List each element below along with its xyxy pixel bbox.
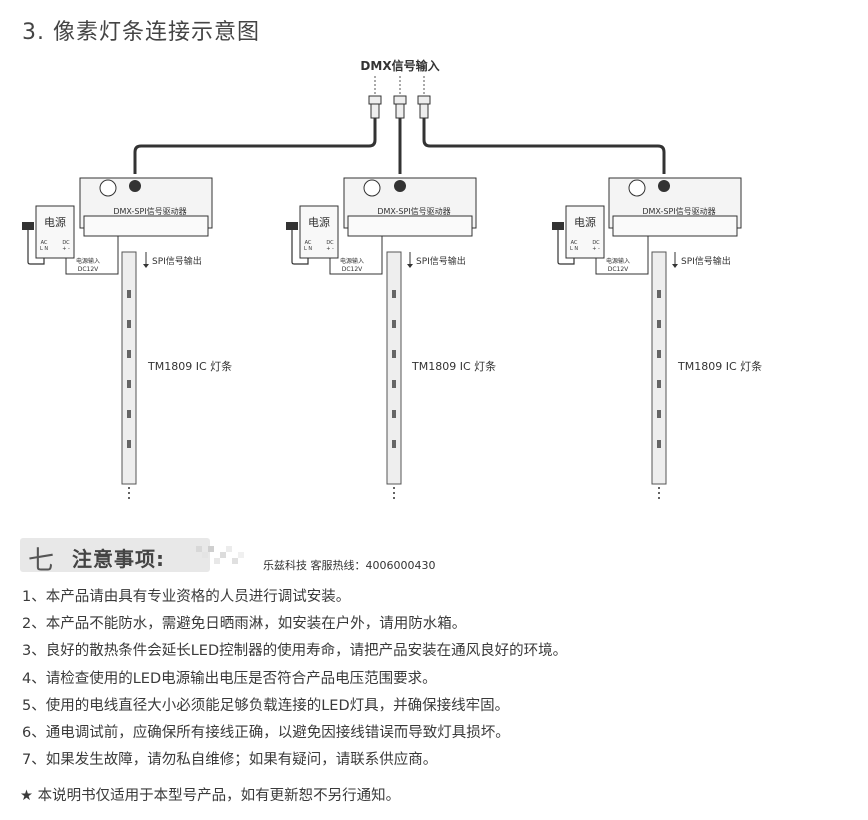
power-cable <box>65 236 119 275</box>
dmx-connector-plugs <box>368 95 431 119</box>
spi-output-label: SPI信号输出 <box>416 255 466 267</box>
notice-item: 5、使用的电线直径大小必须能足够负载连接的LED灯具，并确保接线牢固。 <box>22 697 510 714</box>
dc-pins: + - <box>592 246 600 252</box>
dc-label: DC <box>326 240 334 246</box>
notice-item: 7、如果发生故障，请勿私自维修；如果有疑问，请联系供应商。 <box>22 752 438 769</box>
power-cable <box>329 236 383 275</box>
ac-label: AC <box>571 240 578 246</box>
power-supply-box <box>565 205 605 259</box>
plug-icon <box>286 222 298 230</box>
power-supply-box <box>299 205 339 259</box>
ac-pins: L N <box>570 246 578 252</box>
dmx-cables <box>133 118 666 174</box>
strip-continuation-dots <box>393 487 395 499</box>
power-input-label: 电源输入 <box>76 257 100 265</box>
strip-continuation-dots <box>128 487 130 499</box>
spi-output-label: SPI信号输出 <box>681 255 731 267</box>
dmx-leads <box>374 76 425 96</box>
driver-label: DMX-SPI信号驱动器 <box>113 206 186 216</box>
notice-item: 2、本产品不能防水，需避免日晒雨淋，如安装在户外，请用防水箱。 <box>22 616 467 633</box>
plug-cable <box>557 228 575 265</box>
led-strip <box>121 251 137 485</box>
spi-output-label: SPI信号输出 <box>152 255 202 267</box>
plug-icon <box>552 222 564 230</box>
driver-label: DMX-SPI信号驱动器 <box>377 206 450 216</box>
driver-label: DMX-SPI信号驱动器 <box>642 206 715 216</box>
power-supply-box <box>35 205 75 259</box>
dmx-port <box>99 179 117 197</box>
dc-pins: + - <box>326 246 334 252</box>
led-strip <box>651 251 667 485</box>
ac-label: AC <box>41 240 48 246</box>
footer-note: ★ 本说明书仅适用于本型号产品，如有更新恕不另行通知。 <box>20 788 401 804</box>
notice-list: 1、本产品请由具有专业资格的人员进行调试安装。 2、本产品不能防水，需避免日晒雨… <box>22 584 567 774</box>
ac-pins: L N <box>304 246 312 252</box>
power-cable <box>595 236 649 275</box>
pixel-decoration <box>196 546 244 564</box>
power-label: 电源 <box>308 215 330 229</box>
dmx-input-label: DMX信号输入 <box>360 58 439 73</box>
notice-item: 4、请检查使用的LED电源输出电压是否符合产品电压范围要求。 <box>22 670 437 687</box>
hotline-text: 乐兹科技 客服热线：4006000430 <box>263 559 436 572</box>
notice-title: 注意事项: <box>72 547 165 571</box>
unit-3: DMX-SPI信号驱动器 电源 AC L N DC + - 电源输入 DC12V… <box>552 177 762 499</box>
unit-1: DMX-SPI信号驱动器 电源 AC L N DC + - 电源输入 DC12V… <box>22 177 232 499</box>
unit-2: DMX-SPI信号驱动器 电源 AC L N DC + - 电源输入 DC12V… <box>286 177 496 499</box>
strip-continuation-dots <box>658 487 660 499</box>
dc-label: DC <box>592 240 600 246</box>
voltage-label: DC12V <box>342 266 363 273</box>
ac-label: AC <box>305 240 312 246</box>
notice-item: 6、通电调试前，应确保所有接线正确，以避免因接线错误而导致灯具损坏。 <box>22 724 510 741</box>
power-label: 电源 <box>574 215 596 229</box>
power-input-label: 电源输入 <box>606 257 630 265</box>
plug-cable <box>27 228 45 265</box>
dc-pins: + - <box>62 246 70 252</box>
notice-number: 七 <box>28 546 55 576</box>
plug-icon <box>22 222 34 230</box>
dmx-port <box>363 179 381 197</box>
power-input-label: 电源输入 <box>340 257 364 265</box>
ac-pins: L N <box>40 246 48 252</box>
notice-item: 3、良好的散热条件会延长LED控制器的使用寿命，请把产品安装在通风良好的环境。 <box>22 643 568 660</box>
strip-label: TM1809 IC 灯条 <box>411 359 496 373</box>
strip-label: TM1809 IC 灯条 <box>677 359 762 373</box>
section-title: 3. 像素灯条连接示意图 <box>22 20 260 45</box>
notice-badge <box>20 538 210 572</box>
plug-cable <box>291 228 309 265</box>
led-strip <box>386 251 402 485</box>
power-label: 电源 <box>44 215 66 229</box>
voltage-label: DC12V <box>78 266 99 273</box>
voltage-label: DC12V <box>608 266 629 273</box>
dmx-port <box>628 179 646 197</box>
notice-item: 1、本产品请由具有专业资格的人员进行调试安装。 <box>22 589 351 605</box>
strip-label: TM1809 IC 灯条 <box>147 359 232 373</box>
notice-header: 七 注意事项: <box>20 538 220 576</box>
dc-label: DC <box>62 240 70 246</box>
connection-diagram: DMX信号输入 DMX-SPI信号驱动器 电源 AC L N DC + - 电源… <box>22 58 762 499</box>
